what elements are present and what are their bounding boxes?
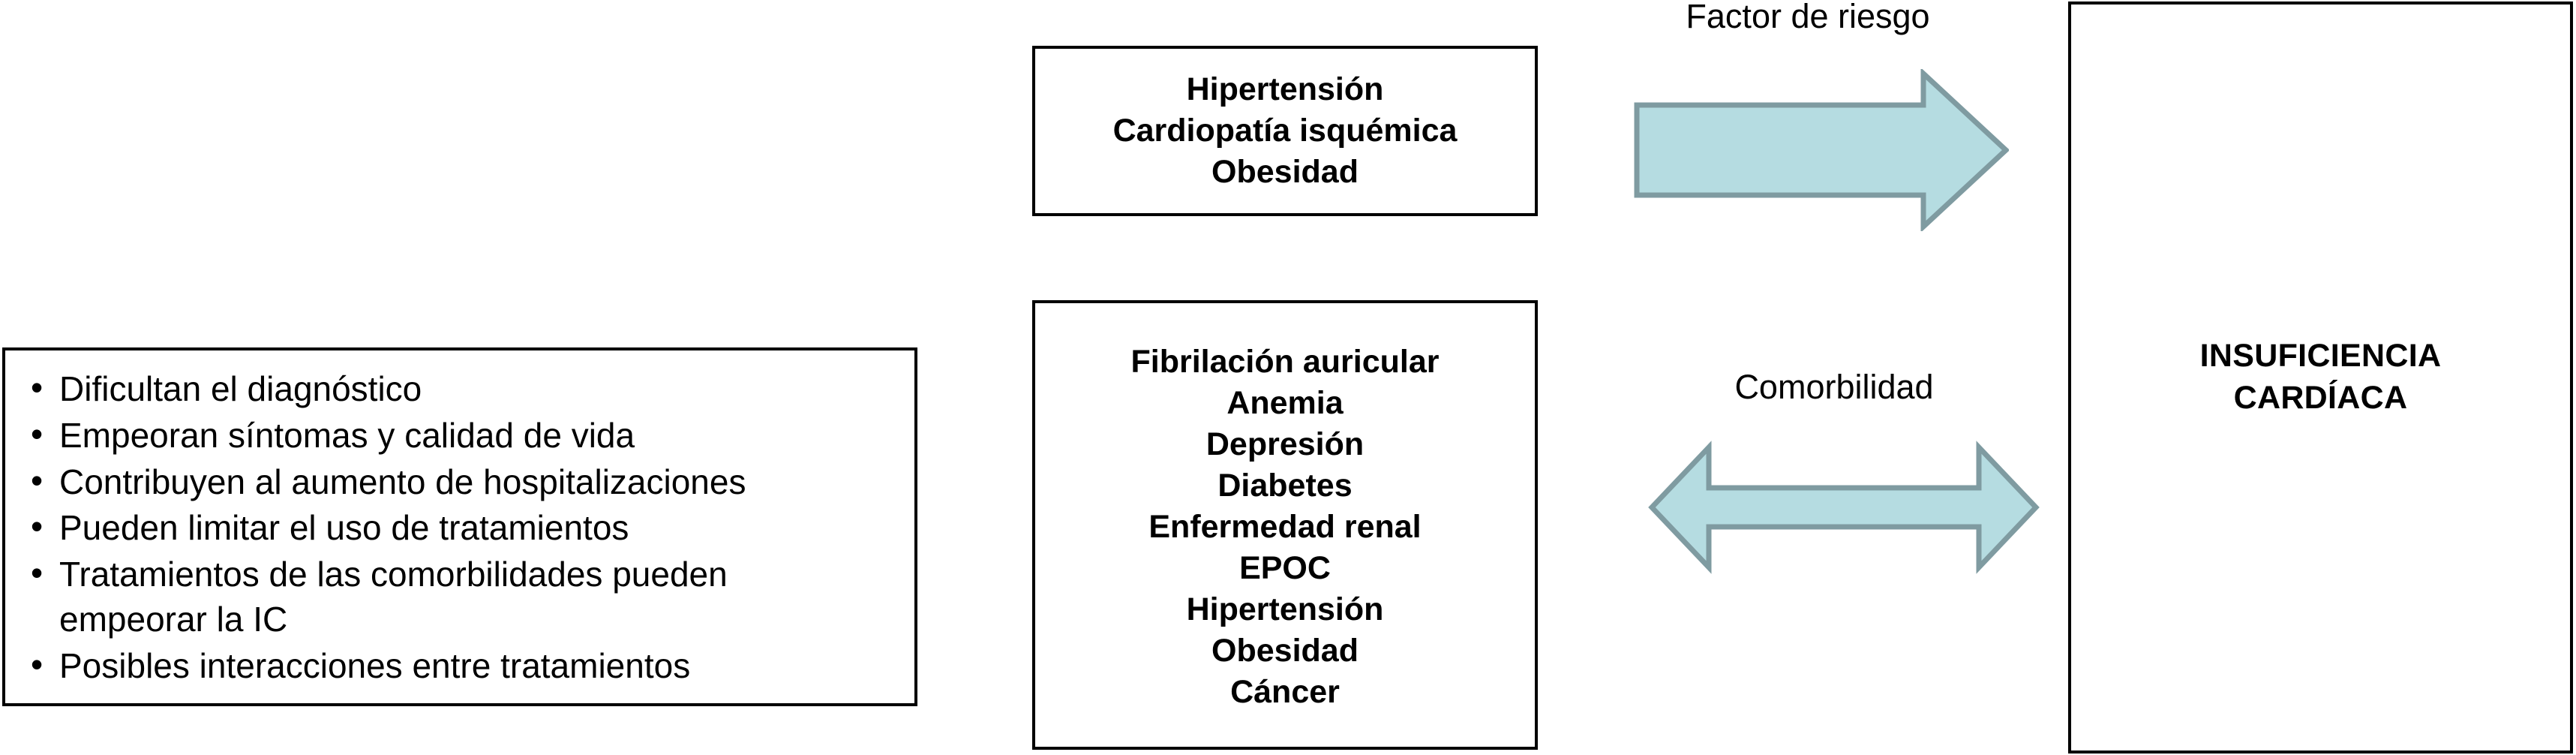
outcome-title: INSUFICIENCIA CARDÍACA: [2199, 338, 2442, 416]
comorbidity-item: Depresión: [1205, 426, 1365, 462]
outcome-box: INSUFICIENCIA CARDÍACA: [2068, 2, 2573, 753]
list-item: Contribuyen al aumento de hospitalizacio…: [28, 459, 901, 505]
comorbidity-item: Obesidad: [1211, 633, 1359, 669]
list-item: Empeoran síntomas y calidad de vida: [28, 412, 901, 459]
risk-factors-box: Hipertensión Cardiopatía isquémica Obesi…: [1032, 46, 1538, 216]
comorbidity-item: Diabetes: [1217, 467, 1353, 504]
risk-factor-item: Hipertensión: [1186, 71, 1384, 107]
comorbidity-item: Hipertensión: [1186, 591, 1384, 628]
list-item: Dificultan el diagnóstico: [28, 365, 901, 412]
risk-factor-item: Cardiopatía isquémica: [1112, 112, 1458, 149]
comorbidity-item: EPOC: [1239, 550, 1331, 587]
list-item: Posibles interacciones entre tratamiento…: [28, 642, 901, 689]
risk-factor-connector-label: Factor de riesgo: [1686, 0, 1930, 35]
comorbidities-box: Fibrilación auricular Anemia Depresión D…: [1032, 300, 1538, 750]
arrow-right-icon: [1634, 69, 2009, 231]
comorbidity-item: Fibrilación auricular: [1130, 343, 1440, 380]
comorbidity-connector-label: Comorbilidad: [1734, 368, 1934, 406]
comorbidity-item: Enfermedad renal: [1148, 508, 1422, 545]
list-item: Tratamientos de las comorbilidades puede…: [28, 551, 901, 642]
list-item: Pueden limitar el uso de tratamientos: [28, 504, 901, 551]
impact-list-box: Dificultan el diagnóstico Empeoran sínto…: [2, 347, 917, 706]
risk-factor-item: Obesidad: [1211, 154, 1359, 191]
arrow-left-right-icon: [1648, 441, 2040, 574]
comorbidity-item: Anemia: [1226, 384, 1344, 421]
comorbidity-item: Cáncer: [1230, 674, 1340, 711]
impact-list: Dificultan el diagnóstico Empeoran sínto…: [28, 365, 901, 689]
